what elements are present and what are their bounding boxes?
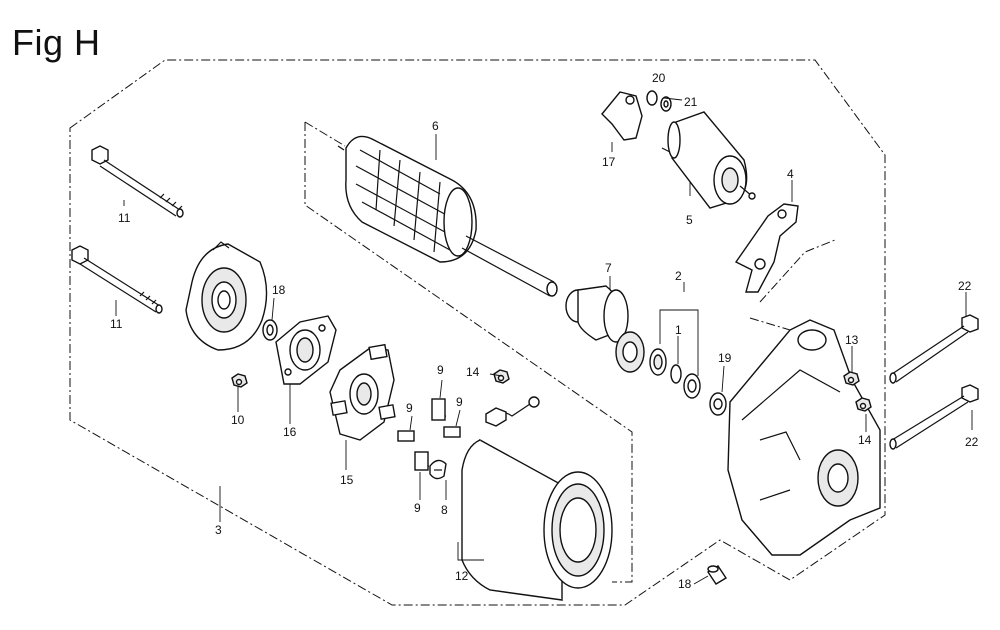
callout-9-bottom: 9: [414, 501, 421, 515]
brush-holder: [329, 343, 396, 441]
brush-spring-1: [431, 398, 447, 421]
front-housing: [727, 319, 881, 556]
callout-1: 1: [675, 323, 682, 337]
callout-15: 15: [340, 473, 354, 487]
callout-18-right: 19: [718, 351, 732, 365]
dowel-pin: [707, 565, 727, 585]
nut-14-lower: [855, 397, 872, 412]
brush-clip: [429, 459, 447, 480]
solenoid-switch: [661, 111, 756, 209]
callout-12: 12: [455, 569, 469, 583]
brush-spring-2: [397, 430, 415, 442]
callout-2: 2: [675, 269, 682, 283]
yoke-assembly: [461, 396, 613, 602]
callout-4: 4: [787, 167, 794, 181]
callout-18-left: 18: [272, 283, 286, 297]
through-bolt-lower: [71, 245, 163, 314]
figure-title: Fig H: [12, 22, 101, 63]
callout-9-top: 9: [437, 363, 444, 377]
brush-spring-3: [443, 426, 461, 438]
leader-lines: [115, 97, 973, 585]
washer-20: [660, 96, 672, 112]
callout-22-lower: 22: [965, 435, 979, 449]
callout-19: 20: [652, 71, 666, 85]
callout-11-lower: 11: [110, 317, 123, 331]
rear-end-cover: [185, 241, 268, 351]
callout-9-right: 9: [456, 395, 463, 409]
stop-ring: [683, 373, 701, 399]
nut-10: [231, 373, 248, 388]
callout-20: 21: [684, 95, 698, 109]
shift-lever: [734, 203, 799, 293]
washer-left: [262, 319, 278, 341]
callout-5: 5: [686, 213, 693, 227]
stop-collar: [649, 348, 667, 376]
housing-bracket: [749, 317, 791, 331]
callout-14-lower: 14: [858, 433, 872, 447]
callout-13: 14: [466, 365, 480, 379]
callout-17: 17: [602, 155, 616, 169]
motor-group-boundary: [304, 122, 633, 583]
overrunning-clutch: [565, 285, 645, 373]
brush-spring-4: [414, 451, 430, 471]
callout-8: 8: [441, 503, 448, 517]
solenoid-lever-bracket: [759, 239, 836, 303]
washer-right: [709, 392, 727, 416]
callout-6: 6: [432, 119, 439, 133]
callout-3: 3: [215, 523, 222, 537]
through-bolt-upper: [91, 145, 184, 218]
callout-21: 18: [678, 577, 692, 591]
bracket-1-2: [659, 309, 699, 376]
callout-11-upper: 11: [118, 211, 131, 225]
callout-9-left: 9: [406, 401, 413, 415]
nut-13: [493, 369, 510, 384]
housing-bolt-upper: [889, 314, 979, 384]
housing-bolt-lower: [889, 384, 979, 450]
armature-boundary: [304, 121, 346, 147]
seal-19: [646, 90, 658, 106]
assembly-boundary: [69, 59, 886, 606]
callout-7: 7: [605, 261, 612, 275]
callout-16: 16: [283, 425, 297, 439]
armature: [337, 135, 558, 297]
nut-14-upper: [843, 371, 860, 386]
callout-10: 10: [231, 413, 245, 427]
solenoid-cap: [601, 91, 643, 141]
callout-14-upper: 13: [845, 333, 859, 347]
brush-plate: [275, 315, 337, 385]
snap-ring: [670, 364, 682, 384]
callout-22-upper: 22: [958, 279, 972, 293]
